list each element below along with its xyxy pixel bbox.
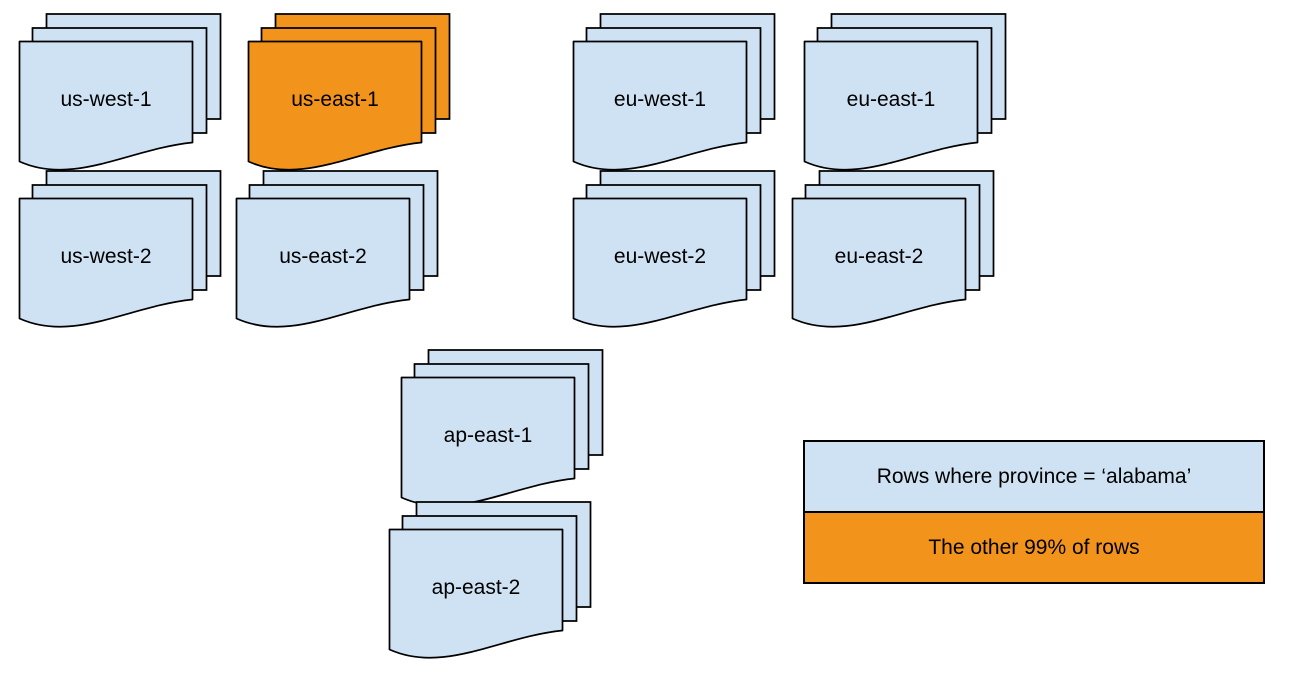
doc-page-front: [18, 197, 194, 328]
doc-stack-us-east-1: us-east-1: [247, 13, 451, 171]
multi-document-icon: [18, 170, 222, 328]
multi-document-icon: [572, 13, 776, 171]
legend: Rows where province = ‘alabama’ The othe…: [803, 440, 1265, 584]
doc-stack-eu-west-1: eu-west-1: [572, 13, 776, 171]
multi-document-icon: [803, 13, 1007, 171]
legend-label-other-rows: The other 99% of rows: [928, 535, 1140, 559]
doc-page-front: [400, 376, 576, 507]
doc-stack-eu-west-2: eu-west-2: [572, 170, 776, 328]
doc-stack-us-west-1: us-west-1: [18, 13, 222, 171]
doc-stack-eu-east-2: eu-east-2: [791, 170, 995, 328]
multi-document-icon: [18, 13, 222, 171]
doc-page-front: [572, 40, 748, 171]
doc-page-front: [803, 40, 979, 171]
doc-stack-us-west-2: us-west-2: [18, 170, 222, 328]
doc-page-front: [235, 197, 411, 328]
doc-stack-us-east-2: us-east-2: [235, 170, 439, 328]
doc-page-front: [791, 197, 967, 328]
doc-stack-eu-east-1: eu-east-1: [803, 13, 1007, 171]
legend-label-alabama: Rows where province = ‘alabama’: [876, 464, 1192, 488]
multi-document-icon: [400, 349, 604, 507]
legend-row-other-rows: The other 99% of rows: [805, 511, 1263, 582]
doc-page-front: [572, 197, 748, 328]
doc-stack-ap-east-2: ap-east-2: [388, 501, 592, 659]
legend-row-alabama: Rows where province = ‘alabama’: [805, 442, 1263, 511]
multi-document-icon: [791, 170, 995, 328]
doc-page-front: [247, 40, 423, 171]
multi-document-icon: [572, 170, 776, 328]
doc-page-front: [388, 528, 564, 659]
multi-document-icon: [388, 501, 592, 659]
doc-page-front: [18, 40, 194, 171]
multi-document-icon: [247, 13, 451, 171]
doc-stack-ap-east-1: ap-east-1: [400, 349, 604, 507]
multi-document-icon: [235, 170, 439, 328]
